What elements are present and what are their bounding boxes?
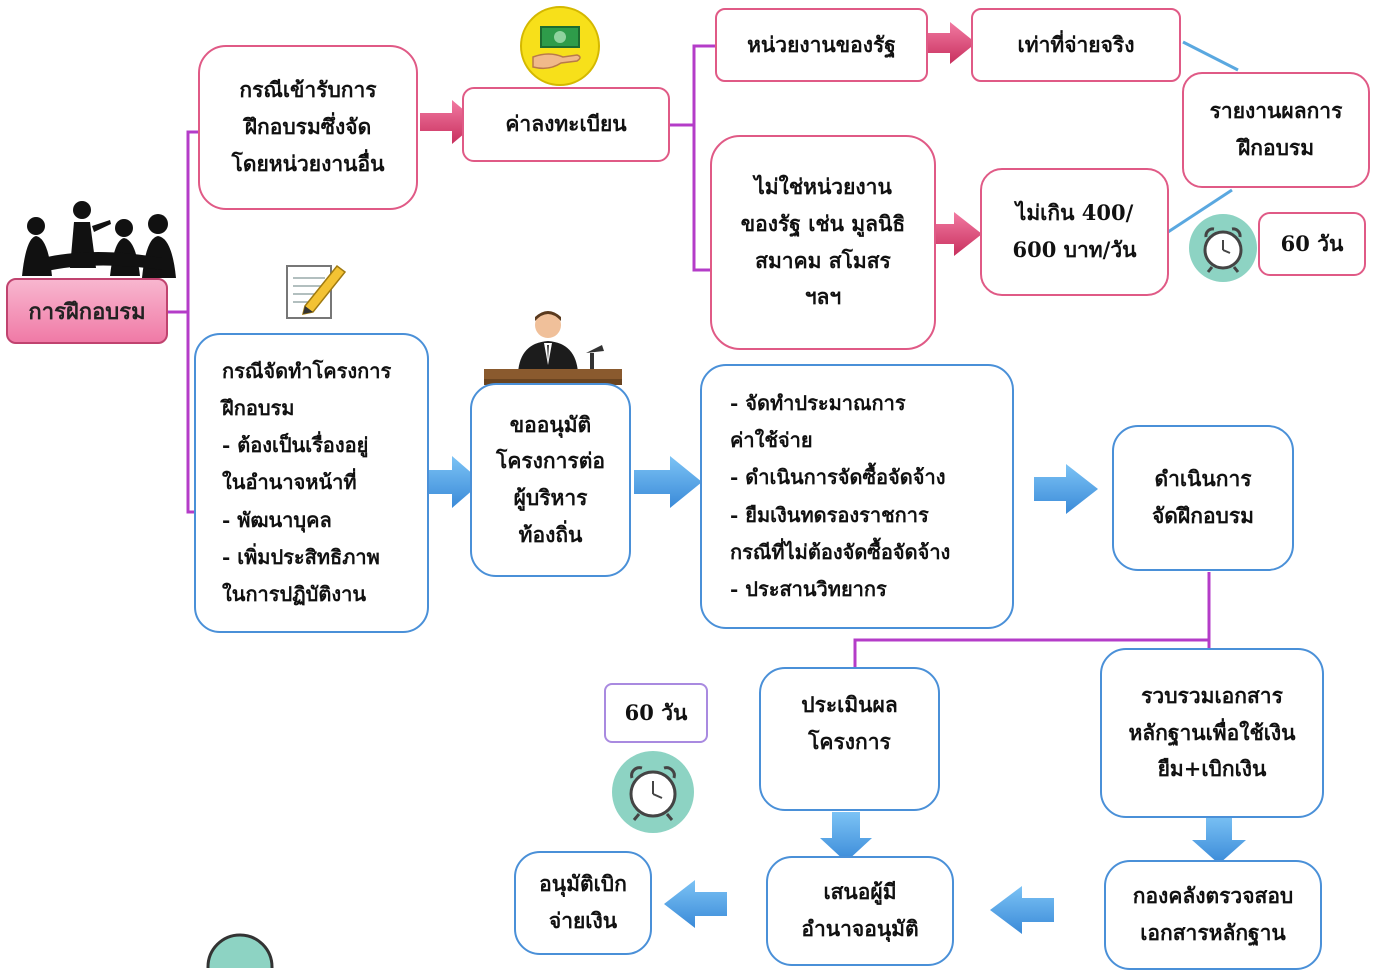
approve-pay-text: อนุมัติเบิก จ่ายเงิน xyxy=(539,871,627,933)
case-own-text: กรณีจัดทำโครงการ ฝึกอบรม - ต้องเป็นเรื่อ… xyxy=(222,358,392,606)
alarm-clock-icon xyxy=(611,750,695,834)
case-own-box[interactable]: กรณีจัดทำโครงการ ฝึกอบรม - ต้องเป็นเรื่อ… xyxy=(194,333,429,633)
conduct-text: ดำเนินการ จัดฝึกอบรม xyxy=(1151,466,1255,528)
days-top-box[interactable]: 60 วัน xyxy=(1258,212,1366,276)
non-state-box[interactable]: ไม่ใช่หน่วยงาน ของรัฐ เช่น มูลนิธิ สมาคม… xyxy=(710,135,936,350)
approve-pay-box[interactable]: อนุมัติเบิก จ่ายเงิน xyxy=(514,851,652,955)
limit-box[interactable]: ไม่เกิน 400/ 600 บาท/วัน xyxy=(980,168,1169,296)
actual-paid-text: เท่าที่จ่ายจริง xyxy=(1017,31,1135,57)
prep-steps-text: - จัดทำประมาณการ ค่าใช้จ่าย - ดำเนินการจ… xyxy=(730,390,951,601)
request-approval-box[interactable]: ขออนุมัติ โครงการต่อ ผู้บริหาร ท้องถิ่น xyxy=(470,383,631,577)
note-pencil-icon xyxy=(283,260,347,322)
treasury-check-box[interactable]: กองคลังตรวจสอบ เอกสารหลักฐาน xyxy=(1104,860,1322,970)
submit-authority-text: เสนอผู้มี อำนาจอนุมัติ xyxy=(801,879,919,941)
blue-arrows xyxy=(417,456,1246,934)
meeting-people-icon xyxy=(12,198,176,284)
request-approval-text: ขออนุมัติ โครงการต่อ ผู้บริหาร ท้องถิ่น xyxy=(496,411,605,547)
report-box[interactable]: รายงานผลการ ฝึกอบรม xyxy=(1182,72,1370,188)
conduct-box[interactable]: ดำเนินการ จัดฝึกอบรม xyxy=(1112,425,1294,571)
actual-paid-box[interactable]: เท่าที่จ่ายจริง xyxy=(971,8,1181,82)
report-lines xyxy=(1167,40,1239,234)
limit-text: ไม่เกิน 400/ 600 บาท/วัน xyxy=(1012,200,1137,262)
evaluate-text: ประเมินผล โครงการ xyxy=(801,692,898,754)
treasury-check-text: กองคลังตรวจสอบ เอกสารหลักฐาน xyxy=(1132,883,1294,945)
tree-lines xyxy=(168,44,1211,668)
case-external-text: กรณีเข้ารับการ ฝึกอบรมซึ่งจัด โดยหน่วยงา… xyxy=(231,77,385,176)
collect-docs-text: รวบรวมเอกสาร หลักฐานเพื่อใช้เงิน ยืม+เบิ… xyxy=(1128,682,1296,782)
registration-fee-box[interactable]: ค่าลงทะเบียน xyxy=(462,87,670,162)
case-external-box[interactable]: กรณีเข้ารับการ ฝึกอบรมซึ่งจัด โดยหน่วยงา… xyxy=(198,45,418,210)
money-hand-icon xyxy=(519,5,601,87)
root-training-label[interactable]: การฝึกอบรม xyxy=(6,278,168,344)
days-top-text: 60 วัน xyxy=(1280,230,1344,256)
collect-docs-box[interactable]: รวบรวมเอกสาร หลักฐานเพื่อใช้เงิน ยืม+เบิ… xyxy=(1100,648,1324,818)
days-bottom-box[interactable]: 60 วัน xyxy=(604,683,708,743)
partial-circle-icon xyxy=(205,932,275,968)
days-bottom-text: 60 วัน xyxy=(624,699,688,725)
submit-authority-box[interactable]: เสนอผู้มี อำนาจอนุมัติ xyxy=(766,856,954,966)
evaluate-box[interactable]: ประเมินผล โครงการ xyxy=(759,667,940,811)
non-state-text: ไม่ใช่หน่วยงาน ของรัฐ เช่น มูลนิธิ สมาคม… xyxy=(740,174,906,310)
businessman-desk-icon xyxy=(482,305,624,387)
alarm-clock-icon xyxy=(1188,213,1258,283)
report-text: รายงานผลการ ฝึกอบรม xyxy=(1209,98,1343,160)
state-agency-text: หน่วยงานของรัฐ xyxy=(747,31,896,57)
state-agency-box[interactable]: หน่วยงานของรัฐ xyxy=(715,8,928,82)
registration-fee-text: ค่าลงทะเบียน xyxy=(505,111,627,137)
prep-steps-box[interactable]: - จัดทำประมาณการ ค่าใช้จ่าย - ดำเนินการจ… xyxy=(700,364,1014,629)
